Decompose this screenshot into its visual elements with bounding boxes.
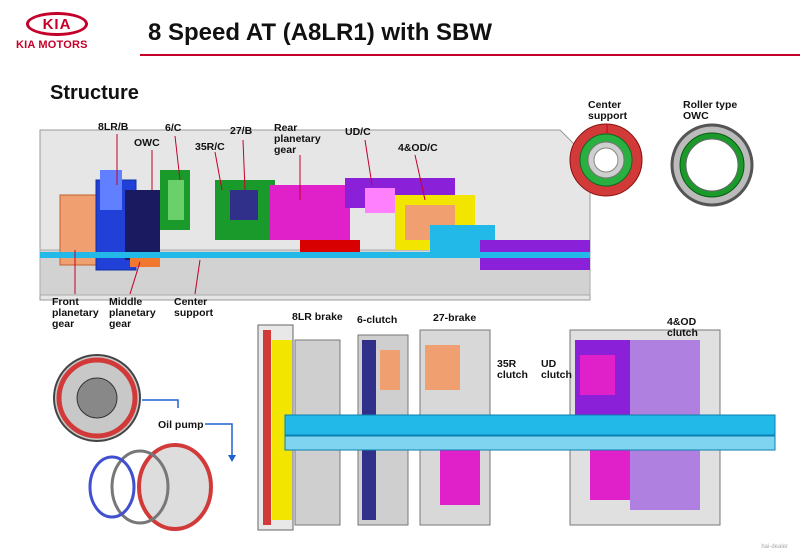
title-divider [140, 54, 800, 56]
label-6c: 6/C [165, 122, 182, 134]
label-owc: OWC [134, 137, 160, 149]
center-support-image [569, 123, 643, 197]
label-roller-owc: Roller type OWC [683, 99, 738, 122]
kia-logo-text: KIA MOTORS [16, 39, 88, 51]
watermark: hai-dealer [761, 544, 788, 550]
label-center-support-top: Center support [588, 99, 628, 122]
label-front-planetary: Front planetary gear [52, 296, 99, 330]
roller-owc-image [670, 123, 754, 207]
label-oil-pump: Oil pump [158, 419, 204, 431]
label-27b: 27/B [230, 125, 253, 137]
label-4od-c: 4&OD/C [398, 142, 438, 154]
label-8lr-brake: 8LR brake [292, 311, 343, 323]
label-6-clutch: 6-clutch [357, 314, 398, 326]
label-middle-planetary: Middle planetary gear [109, 296, 156, 330]
kia-logo-mark-text: KIA [42, 16, 72, 33]
kia-logo-mark: KIA [26, 12, 88, 36]
label-35r-c: 35R/C [195, 141, 225, 153]
label-rear-planetary: Rear planetary gear [274, 122, 321, 156]
label-ud-c: UD/C [345, 126, 371, 138]
label-27-brake: 27-brake [433, 312, 477, 324]
page-title: 8 Speed AT (A8LR1) with SBW [148, 19, 493, 46]
oil-pump-image [53, 354, 236, 531]
label-center-support-bottom: Center support [174, 296, 214, 319]
label-ud-clutch: UD clutch [541, 358, 572, 381]
upper-cross-section [39, 129, 591, 301]
section-subtitle: Structure [50, 82, 139, 104]
kia-logo: KIA KIA MOTORS [16, 12, 106, 51]
label-4od-clutch: 4&OD clutch [667, 316, 698, 339]
lower-cross-section [257, 324, 776, 531]
label-8lr-b: 8LR/B [98, 121, 129, 133]
label-35r-clutch: 35R clutch [497, 358, 528, 381]
callout-lines [74, 124, 608, 295]
